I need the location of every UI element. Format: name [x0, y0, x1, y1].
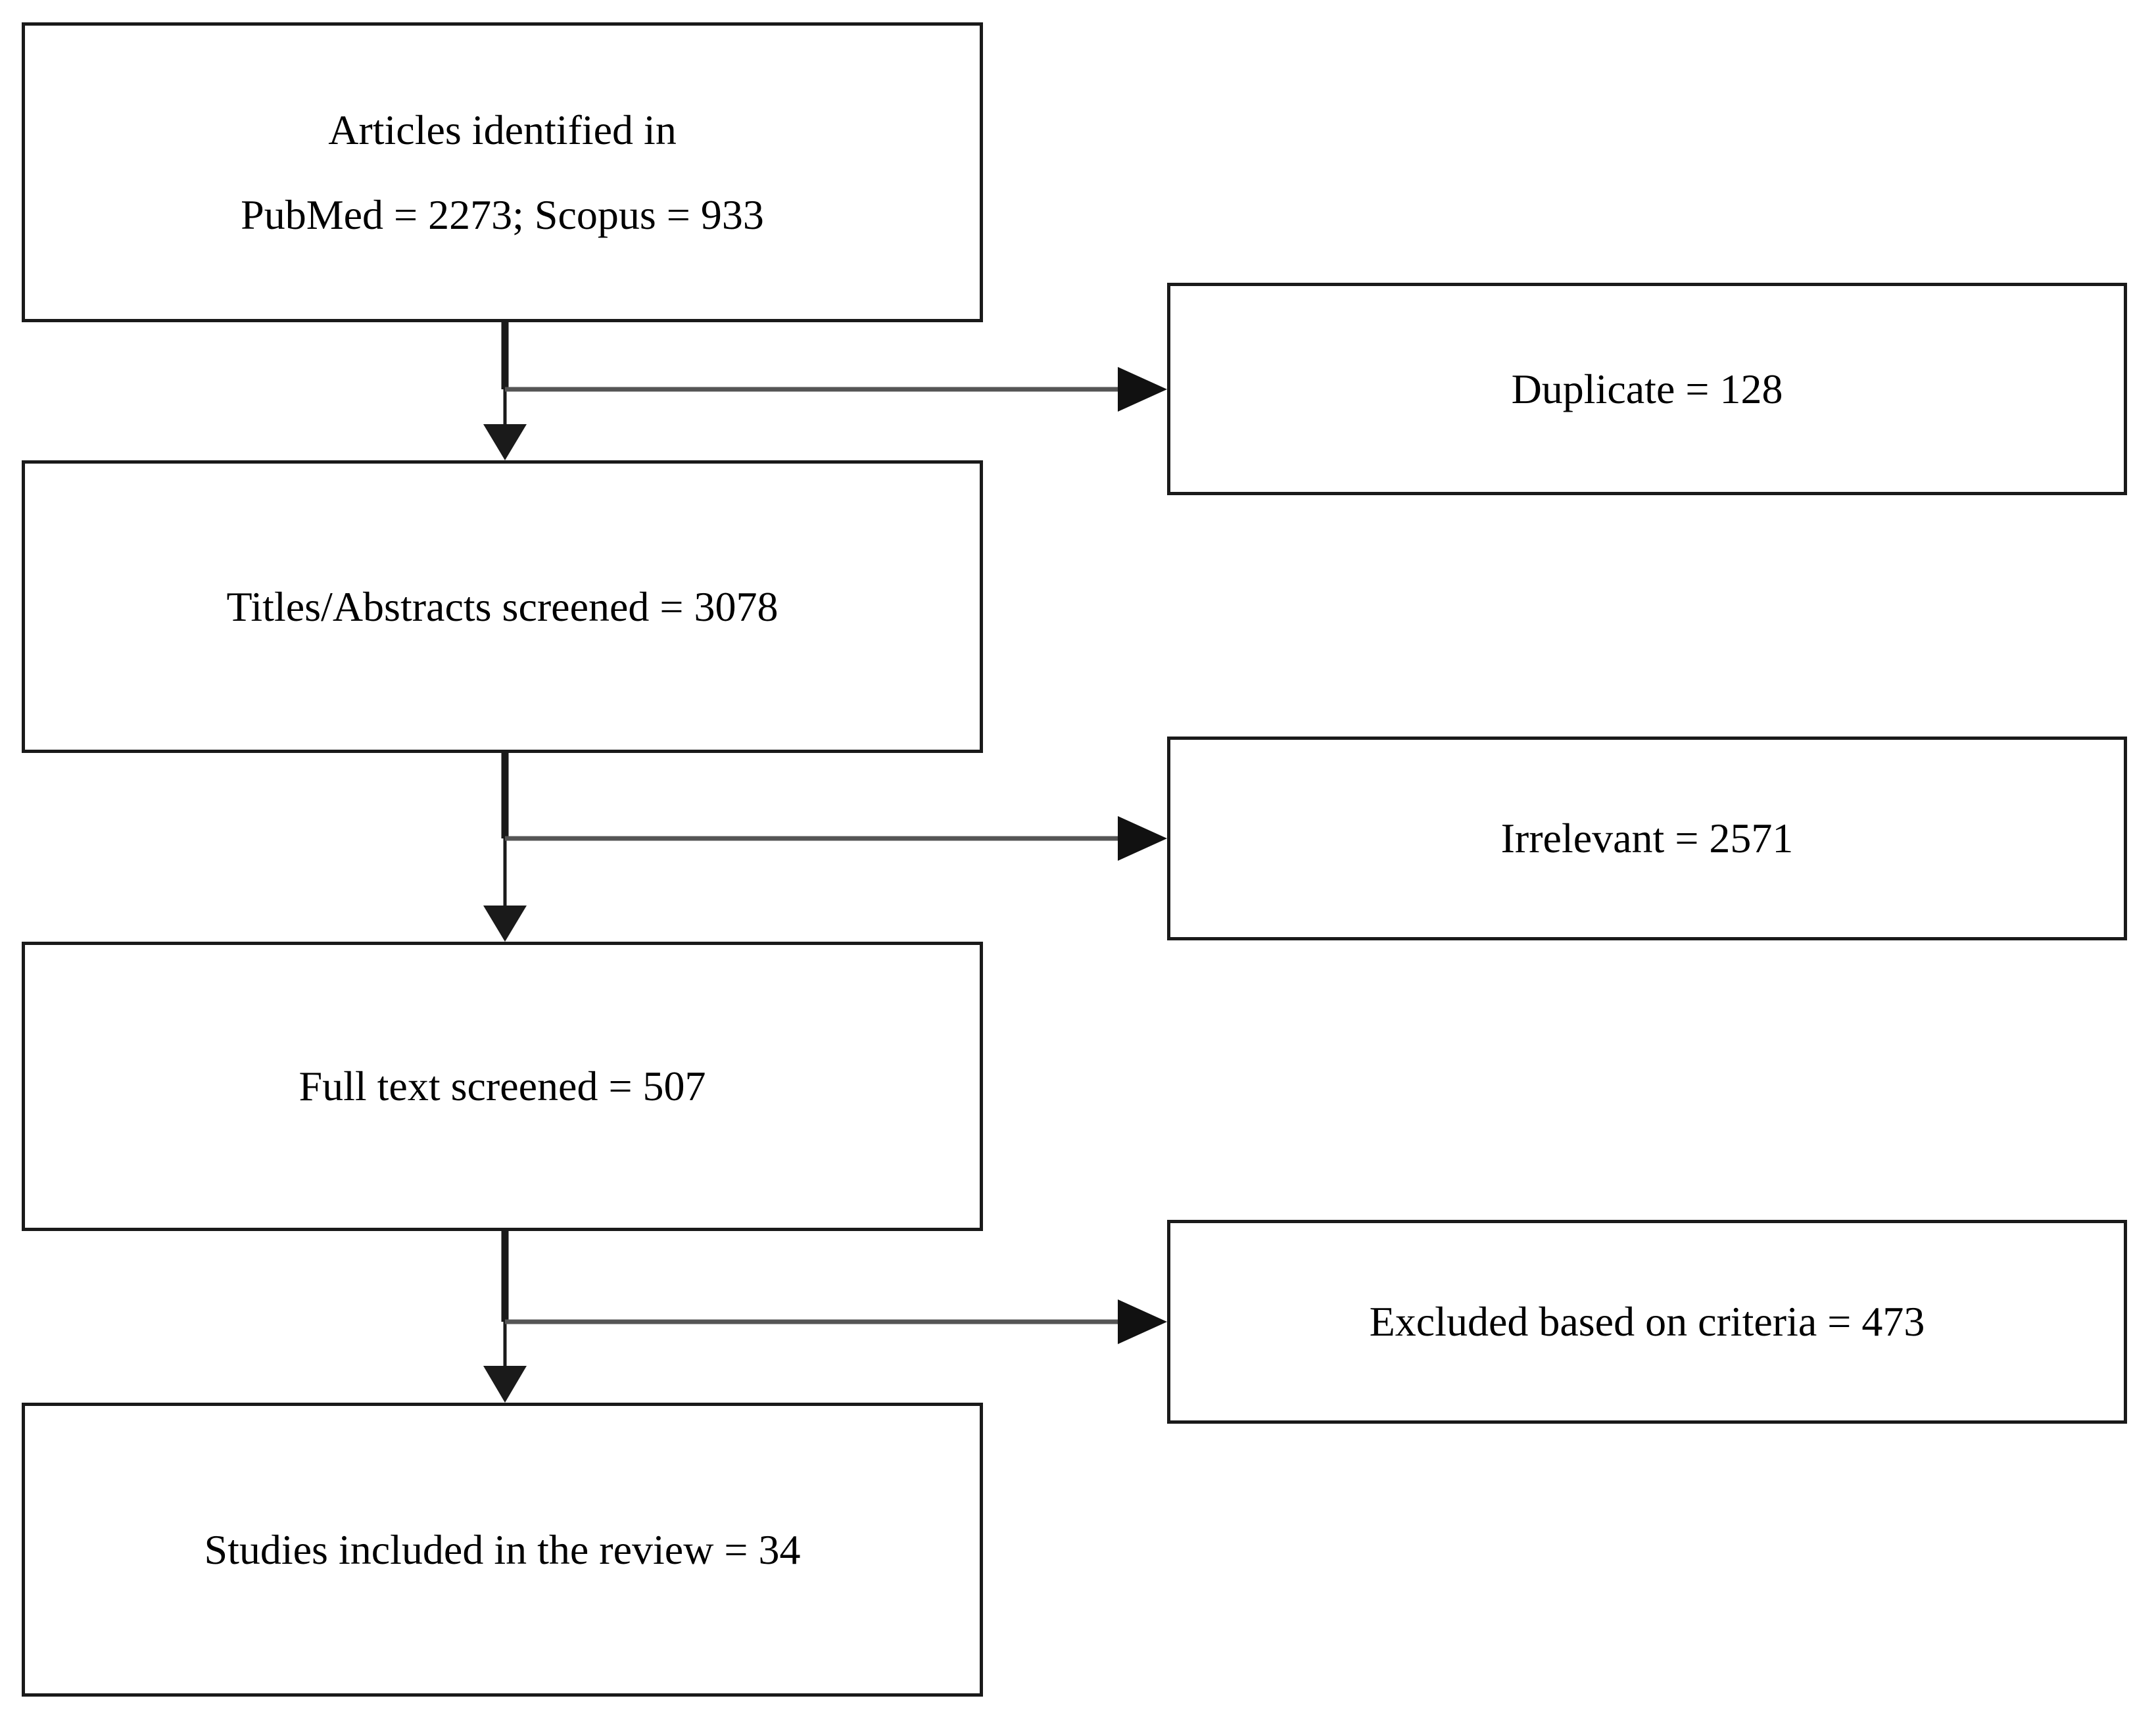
node-articles-identified[interactable]: Articles identified in PubMed = 2273; Sc… [22, 22, 983, 322]
connector-screening-to-fulltext [483, 753, 1167, 942]
node-excluded-criteria[interactable]: Excluded based on criteria = 473 [1167, 1220, 2127, 1424]
node-articles-identified-line1: Articles identified in [328, 106, 677, 153]
node-titles-abstracts-screened[interactable]: Titles/Abstracts screened = 3078 [22, 460, 983, 753]
node-titles-abstracts-screened-text: Titles/Abstracts screened = 3078 [227, 585, 779, 629]
node-studies-included-label: Studies included in the review = 34 [204, 1526, 801, 1573]
connector-identification-to-screening [483, 322, 1167, 460]
node-duplicates-label: Duplicate = 128 [1511, 365, 1783, 412]
node-irrelevant[interactable]: Irrelevant = 2571 [1167, 737, 2127, 940]
node-titles-abstracts-screened-label: Titles/Abstracts screened = 3078 [226, 583, 779, 630]
node-studies-included[interactable]: Studies included in the review = 34 [22, 1403, 983, 1697]
node-studies-included-text: Studies included in the review = 34 [204, 1528, 800, 1572]
node-excluded-criteria-label: Excluded based on criteria = 473 [1369, 1298, 1925, 1345]
node-articles-identified-line2: PubMed = 2273; Scopus = 933 [241, 191, 764, 238]
node-full-text-screened[interactable]: Full text screened = 507 [22, 942, 983, 1231]
connector-fulltext-to-included [483, 1231, 1167, 1403]
node-articles-identified-text: Articles identified in PubMed = 2273; Sc… [241, 108, 764, 237]
node-irrelevant-label: Irrelevant = 2571 [1500, 815, 1794, 862]
node-full-text-screened-text: Full text screened = 507 [299, 1064, 706, 1108]
node-full-text-screened-label: Full text screened = 507 [299, 1063, 706, 1110]
node-duplicates[interactable]: Duplicate = 128 [1167, 283, 2127, 495]
